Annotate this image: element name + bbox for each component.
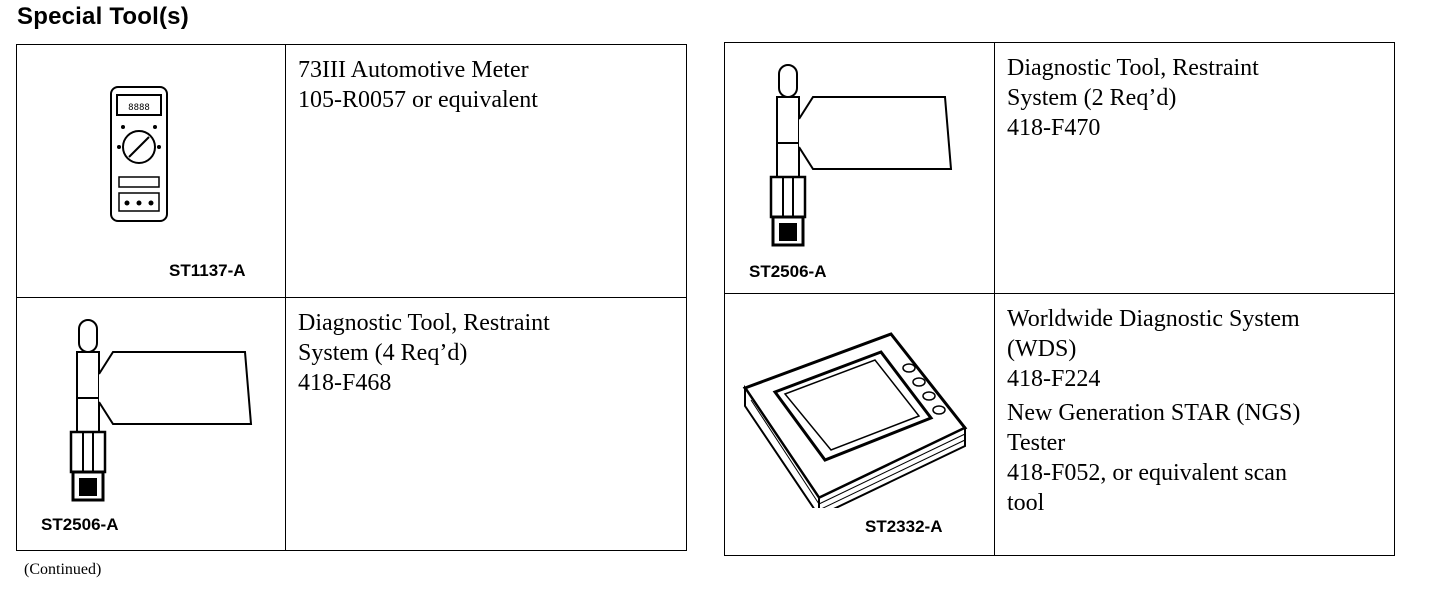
restraint-diagnostic-tool-icon [769,64,953,247]
tool-image-cell: ST2332-A [724,293,995,556]
description-line: Diagnostic Tool, Restraint [1007,55,1259,81]
description-line: tool [1007,490,1045,516]
tool-code: ST2506-A [41,515,119,534]
description-line: System (4 Req’d) [298,340,468,366]
restraint-diagnostic-tool-icon [69,319,253,502]
tool-code: ST1137-A [169,261,246,280]
description-line: 418-F052, or equivalent scan [1007,460,1287,486]
multimeter-icon: 8888 [110,86,168,222]
description-line: (WDS) [1007,336,1077,362]
svg-text:8888: 8888 [128,103,150,113]
tool-code: ST2506-A [749,262,827,281]
tool-image-cell: ST2506-A [724,42,995,294]
left-tool-table: 8888 ST1137-A 73III Automotive Meter 105… [16,44,687,551]
tool-description: 73III Automotive Meter 105-R0057 or equi… [285,44,687,298]
description-line: New Generation STAR (NGS) [1007,400,1301,426]
description-line: Diagnostic Tool, Restraint [298,310,550,336]
alternate-tool-description: New Generation STAR (NGS) Tester 418-F05… [1007,398,1382,518]
description-line: 73III Automotive Meter [298,57,529,83]
description-line: 418-F468 [298,370,392,396]
tool-description: Diagnostic Tool, Restraint System (2 Req… [994,42,1395,294]
table-row: ST2332-A Worldwide Diagnostic System (WD… [724,293,1395,556]
tool-image-cell: 8888 ST1137-A [16,44,286,298]
description-line: System (2 Req’d) [1007,85,1177,111]
right-tool-table: ST2506-A Diagnostic Tool, Restraint Syst… [724,42,1395,556]
description-line: 105-R0057 or equivalent [298,87,538,113]
table-row: ST2506-A Diagnostic Tool, Restraint Syst… [724,42,1395,294]
table-row: ST2506-A Diagnostic Tool, Restraint Syst… [16,297,687,551]
tool-code: ST2332-A [865,517,943,536]
description-line: Tester [1007,430,1066,456]
tool-description: Diagnostic Tool, Restraint System (4 Req… [285,297,687,551]
scan-tool-icon [742,332,968,508]
tool-image-cell: ST2506-A [16,297,286,551]
table-row: 8888 ST1137-A 73III Automotive Meter 105… [16,44,687,298]
tool-description: Worldwide Diagnostic System (WDS) 418-F2… [994,293,1395,556]
description-line: Worldwide Diagnostic System [1007,306,1300,332]
continued-note: (Continued) [24,561,102,578]
description-line: 418-F224 [1007,366,1101,392]
description-line: 418-F470 [1007,115,1101,141]
page-title: Special Tool(s) [17,3,189,30]
